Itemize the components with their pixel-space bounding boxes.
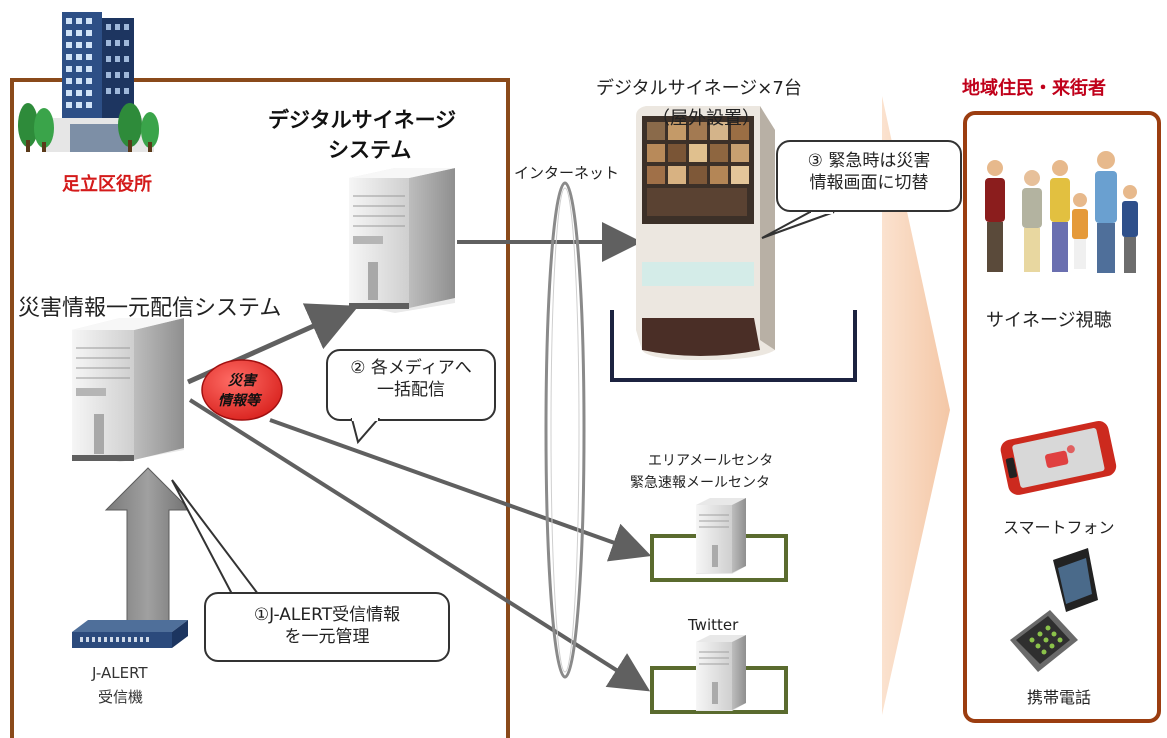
callout-emergency-switch-line1: ③ 緊急時は災害 (807, 151, 931, 171)
residents-group-icon (985, 151, 1138, 273)
callout-jalert-manage-line1: ①J-ALERT受信情報 (253, 605, 401, 625)
jalert-receiver-icon (72, 620, 188, 648)
office-label: 足立区役所 (62, 174, 152, 195)
callout-bulk-distribute-line1: ② 各メディアへ (350, 358, 472, 378)
twitter-label: Twitter (688, 616, 739, 634)
flow-chevron (882, 96, 950, 715)
mobile-phone-label: 携帯電話 (1027, 688, 1092, 707)
unified-system-server-icon (72, 318, 184, 462)
twitter-server-icon (650, 635, 788, 714)
signage-system-server-icon (349, 168, 455, 313)
arrow-to-mail-center (269, 418, 652, 562)
mail-center-server-icon (650, 498, 788, 582)
digital-signage-kiosk-icon (610, 106, 857, 382)
mail-center-label-line2: 緊急速報メールセンタ (630, 475, 770, 491)
receiver-label-line1: J-ALERT (92, 664, 148, 682)
smartphone-icon (1000, 420, 1117, 495)
callout-bulk-distribute-line2: 一括配信 (377, 380, 445, 400)
signage-system-label-line1: デジタルサイネージ (268, 108, 457, 132)
signage-label-line2: （屋外設置） (652, 108, 760, 129)
disaster-badge-line2: 情報等 (218, 393, 260, 409)
disaster-info-badge (201, 359, 283, 421)
residents-title: 地域住民・来街者 (962, 78, 1106, 99)
callout-emergency-switch: ③ 緊急時は災害 情報画面に切替 (776, 140, 962, 212)
mobile-phone-icon (1010, 548, 1098, 672)
unified-system-label: 災害情報一元配信システム (18, 296, 282, 321)
residents-frame (963, 111, 1161, 723)
callout-bulk-distribute: ② 各メディアへ 一括配信 (326, 349, 496, 421)
internet-ellipse (544, 181, 586, 679)
office-building-icon (18, 12, 159, 152)
signage-label-line1: デジタルサイネージ×7台 (596, 78, 802, 99)
city-office-frame (10, 78, 510, 738)
signage-system-label-line2: システム (328, 138, 412, 162)
jalert-up-arrow (104, 467, 192, 626)
mail-center-label-line1: エリアメールセンタ (648, 453, 774, 469)
internet-label: インターネット (514, 164, 620, 182)
callout-jalert-manage: ①J-ALERT受信情報 を一元管理 (204, 592, 450, 662)
callout-jalert-manage-line2: を一元管理 (284, 627, 370, 647)
signage-viewing-label: サイネージ視聴 (986, 310, 1112, 331)
disaster-badge-line1: 災害 (228, 373, 256, 389)
smartphone-label: スマートフォン (1003, 518, 1115, 537)
arrow-to-twitter (188, 398, 651, 692)
receiver-label-line2: 受信機 (98, 688, 144, 706)
callout-emergency-switch-line2: 情報画面に切替 (809, 173, 929, 193)
